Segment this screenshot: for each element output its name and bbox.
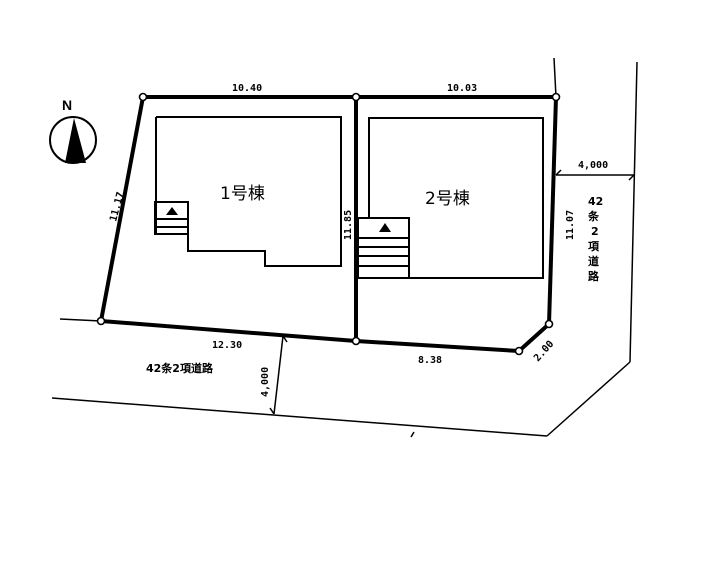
building-1-label: 1号棟: [220, 184, 265, 204]
dimension-tick-icon: [555, 169, 562, 176]
building-2: 2号棟: [357, 117, 544, 279]
south-road-width-label: 4,000: [260, 367, 271, 397]
lot-2-boundary: [355, 96, 558, 353]
east-road-label-line: 道: [588, 254, 599, 268]
east-road-label-line: 路: [588, 269, 600, 283]
road-mark: [410, 431, 415, 438]
boundary-pin-icon: [351, 336, 361, 346]
corner-cut-dimension: 2.00: [532, 339, 556, 364]
east-road-west-edge-top: [553, 57, 557, 98]
lot-2-top-dimension: 10.03: [447, 83, 477, 94]
lot-2-bottom-dimension: 8.38: [418, 355, 442, 366]
building-1: 1号棟: [154, 116, 342, 267]
east-road-label-line: 条: [587, 209, 600, 223]
east-road-width-label: 4,000: [578, 160, 608, 171]
shared-boundary-dimension: 11.85: [343, 210, 354, 240]
east-road-label: 42 条 2 項 道 路: [587, 195, 603, 283]
boundary-pin-icon: [551, 92, 561, 102]
dimension-tick-icon: [628, 174, 635, 181]
south-road-north-edge-extension: [59, 318, 102, 322]
north-label: N: [62, 97, 72, 113]
building-2-label: 2号棟: [425, 189, 470, 209]
east-road: 4,000 42 条 2 項 道 路: [546, 57, 638, 437]
boundary-pin-icon: [544, 319, 554, 329]
east-road-label-line: 項: [588, 240, 600, 253]
boundary-pin-icon: [138, 92, 148, 102]
lot-2-right-dimension: 11.07: [565, 210, 576, 240]
south-road: 4,000 42条2項道路: [51, 318, 548, 438]
dimension-tick-icon: [269, 407, 275, 415]
lot-1-top-dimension: 10.40: [232, 83, 262, 94]
east-road-label-line: 42: [588, 195, 603, 208]
south-road-label: 42条2項道路: [146, 361, 214, 375]
north-compass: N: [49, 97, 97, 164]
boundary-pin-icon: [351, 92, 361, 102]
entrance-triangle-icon: [379, 223, 391, 232]
east-road-label-line: 2: [591, 225, 599, 238]
south-road-south-edge: [51, 397, 548, 437]
south-road-width-dimension-line: [273, 335, 284, 415]
north-arrow-icon: [65, 118, 86, 163]
boundary-pin-icon: [514, 346, 524, 356]
east-road-east-edge: [629, 61, 638, 363]
lot-boundaries: [96, 92, 561, 356]
entrance-triangle-icon: [166, 207, 178, 215]
lot-1-bottom-dimension: 12.30: [212, 340, 242, 351]
lot-1-boundary: [99, 96, 357, 343]
building-2-outline: [368, 117, 544, 279]
boundary-pin-icon: [96, 316, 106, 326]
road-corner-edge: [546, 361, 631, 437]
